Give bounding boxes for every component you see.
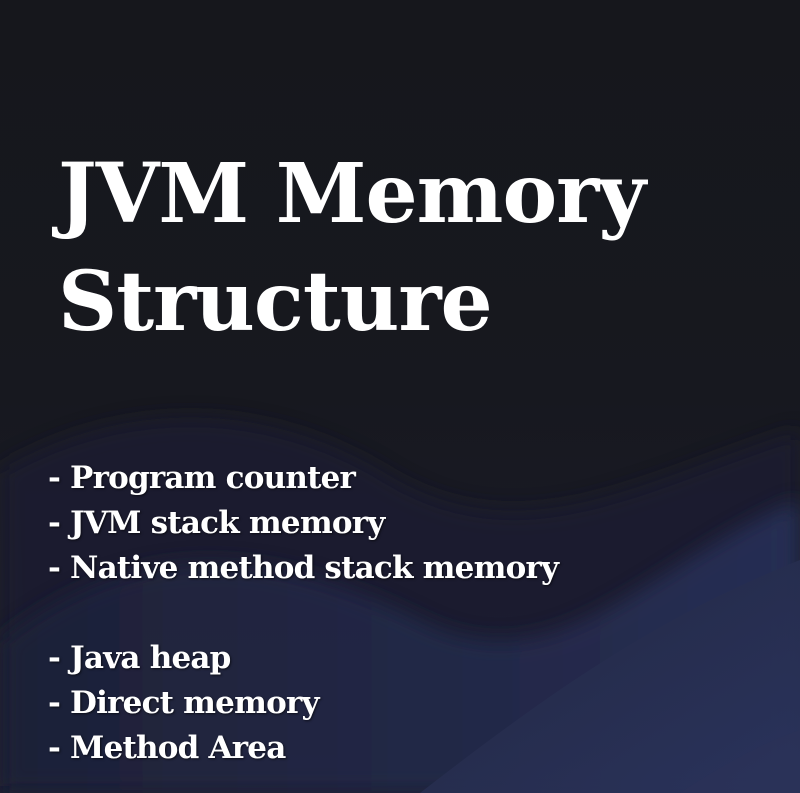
title-line-1: JVM Memory [58,146,646,242]
memory-areas-list-shared: - Java heap - Direct memory - Method Are… [48,636,320,771]
title-line-2: Structure [58,254,493,350]
list-item-jvm-stack-memory: - JVM stack memory [48,505,385,541]
slide-title: JVM Memory Structure [58,140,646,356]
list-item-method-area: - Method Area [48,730,286,766]
list-item-program-counter: - Program counter [48,460,356,496]
list-item-direct-memory: - Direct memory [48,685,320,721]
list-item-java-heap: - Java heap [48,640,231,676]
list-item-native-method-stack: - Native method stack memory [48,550,559,586]
memory-areas-list-thread-private: - Program counter - JVM stack memory - N… [48,456,559,591]
